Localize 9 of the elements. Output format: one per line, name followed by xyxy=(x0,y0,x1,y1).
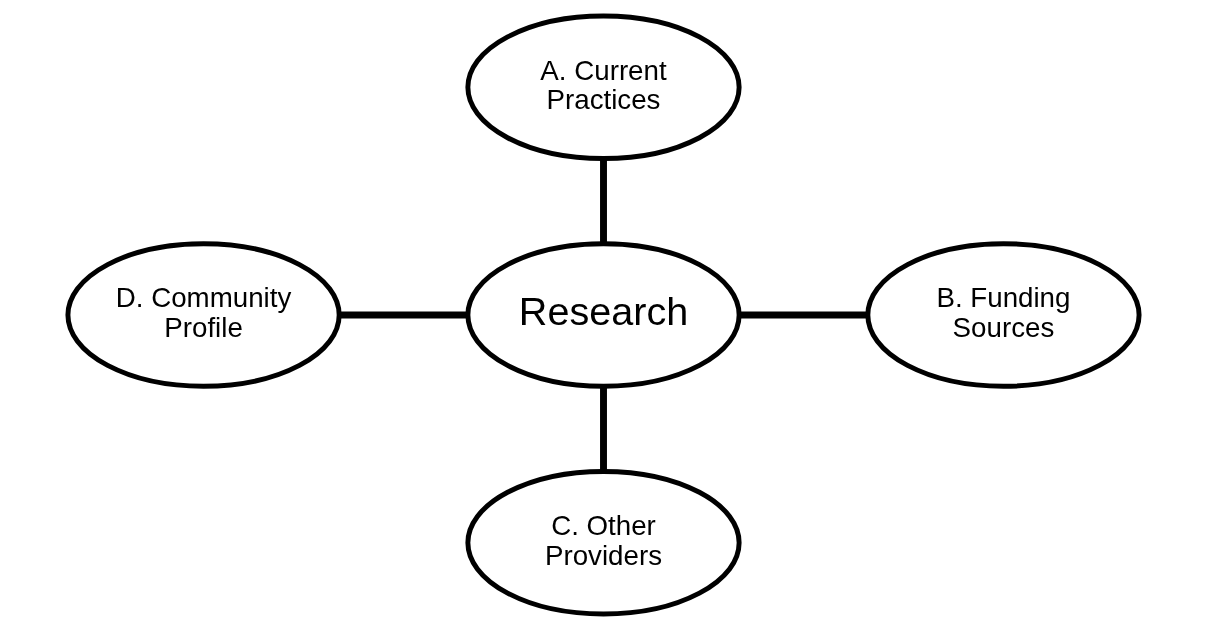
connector xyxy=(599,386,607,472)
connector xyxy=(738,311,867,319)
node-ellipse: C. Other Providers xyxy=(464,468,742,617)
node-ellipse: B. Funding Sources xyxy=(864,241,1142,389)
node-ellipse: D. Community Profile xyxy=(64,241,342,389)
node-ellipse: Research xyxy=(464,241,742,389)
connector xyxy=(338,311,467,319)
connector xyxy=(599,158,607,244)
node-ellipse: A. Current Practices xyxy=(464,13,742,162)
